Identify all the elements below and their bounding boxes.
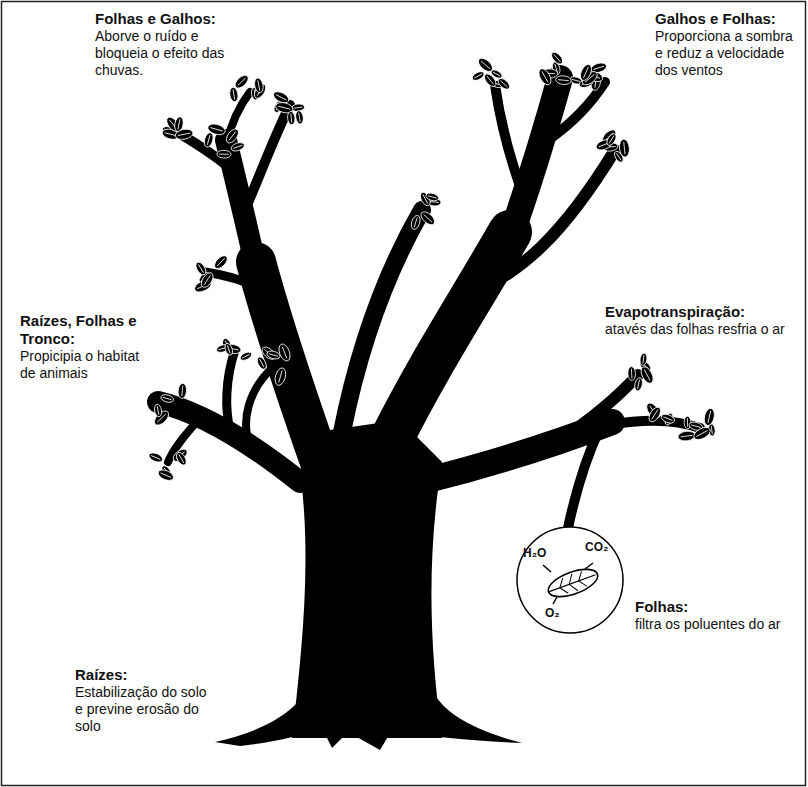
circle-outline (515, 525, 625, 635)
leaf (199, 271, 216, 290)
annotation: Evapotranspiração:atavés das folhas resf… (605, 303, 800, 338)
leaf (229, 87, 239, 103)
leaf (253, 77, 264, 93)
leaf (154, 404, 163, 418)
leaf (613, 150, 625, 164)
part-heading: Folhas e Galhos: (95, 10, 250, 28)
leaf (277, 342, 292, 362)
annotation: Raízes, Folhas e Tronco:Propicipia o hab… (20, 312, 155, 382)
leaf (634, 377, 644, 392)
gas-exchange-circle: H₂O CO₂ O₂ (515, 525, 625, 635)
annotation: Folhas:filtra os poluentes do ar (635, 598, 800, 633)
part-heading: Galhos e Folhas: (655, 10, 800, 28)
function-text: Aborve o ruído e bloqueia o efeito das c… (95, 28, 250, 78)
leaf (266, 350, 281, 361)
leaf (157, 468, 175, 483)
function-text: Propicipia o habitat de animais (20, 348, 155, 382)
leaf (555, 75, 571, 85)
leaf (175, 451, 189, 467)
leaf (230, 141, 245, 152)
leaf (677, 430, 695, 442)
leaf (490, 68, 504, 80)
leaf (496, 76, 511, 91)
leaf (647, 405, 663, 423)
leaf (224, 342, 234, 356)
annotation: Folhas e Galhos:Aborve o ruído e bloquei… (95, 10, 250, 78)
leaf (233, 73, 251, 90)
leaf (703, 407, 716, 426)
gas-label: H₂O (523, 547, 546, 560)
leaf (471, 70, 486, 82)
leaf (148, 451, 164, 464)
function-text: Estabilização do solo e previne erosão d… (75, 684, 210, 734)
leaf (273, 367, 287, 387)
part-heading: Evapotranspiração: (605, 303, 800, 321)
part-heading: Raízes, Folhas e Tronco: (20, 312, 155, 348)
leaf (212, 253, 229, 270)
part-heading: Folhas: (635, 598, 800, 616)
leaf (549, 50, 564, 66)
leaf (287, 111, 296, 125)
leaf (160, 393, 174, 403)
annotation: Raízes:Estabilização do solo e previne e… (75, 666, 210, 734)
gas-label: CO₂ (585, 541, 608, 554)
leaf (536, 67, 553, 87)
leaf (295, 110, 305, 124)
leaf (203, 132, 215, 148)
leaf (419, 209, 437, 227)
function-text: atavés das folhas resfria o ar (605, 321, 800, 338)
leaf (217, 150, 231, 158)
function-text: Proporciona a sombra e reduz a velocidad… (655, 28, 800, 78)
annotation: Galhos e Folhas:Proporciona a sombra e r… (655, 10, 800, 78)
leaf (255, 355, 268, 370)
leaf (627, 366, 635, 380)
leaf (194, 260, 208, 276)
leaf (605, 132, 618, 147)
leaf (224, 127, 241, 145)
leaf (174, 128, 193, 141)
leaf (178, 383, 188, 399)
function-text: filtra os poluentes do ar (635, 616, 800, 633)
leaf (410, 214, 422, 230)
leaf (660, 412, 676, 424)
leaf (692, 425, 713, 442)
part-heading: Raízes: (75, 666, 210, 684)
leaf (239, 350, 253, 361)
leaves (148, 50, 716, 482)
leaf (425, 192, 439, 202)
leaf (639, 353, 647, 366)
leaf (578, 63, 594, 82)
gas-label: O₂ (545, 607, 560, 620)
